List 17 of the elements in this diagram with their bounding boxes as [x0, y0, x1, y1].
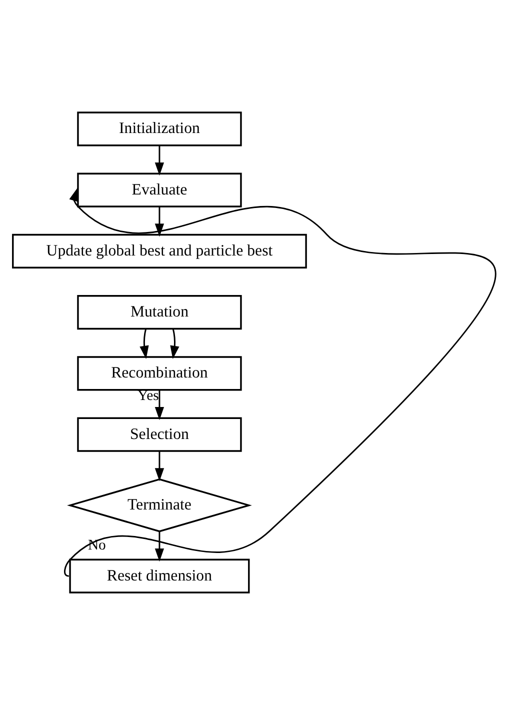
node-diamond: Terminate — [67, 478, 252, 532]
node-box: Mutation — [77, 294, 242, 330]
node-box: Recombination — [77, 356, 242, 390]
arrow — [154, 206, 164, 236]
arrow — [154, 390, 164, 420]
node-box: Reset dimension — [69, 558, 250, 593]
node-box: Evaluate — [77, 172, 242, 207]
arrow — [64, 187, 495, 576]
arrow — [154, 145, 164, 176]
arrow — [154, 450, 164, 481]
arrow — [170, 328, 180, 358]
arrow — [154, 531, 164, 562]
edge-label: Yes — [137, 388, 159, 404]
node-box: Update global best and particle best — [12, 233, 307, 268]
node-box: Selection — [77, 416, 242, 452]
node-box: Initialization — [77, 111, 242, 146]
arrow — [140, 328, 149, 358]
